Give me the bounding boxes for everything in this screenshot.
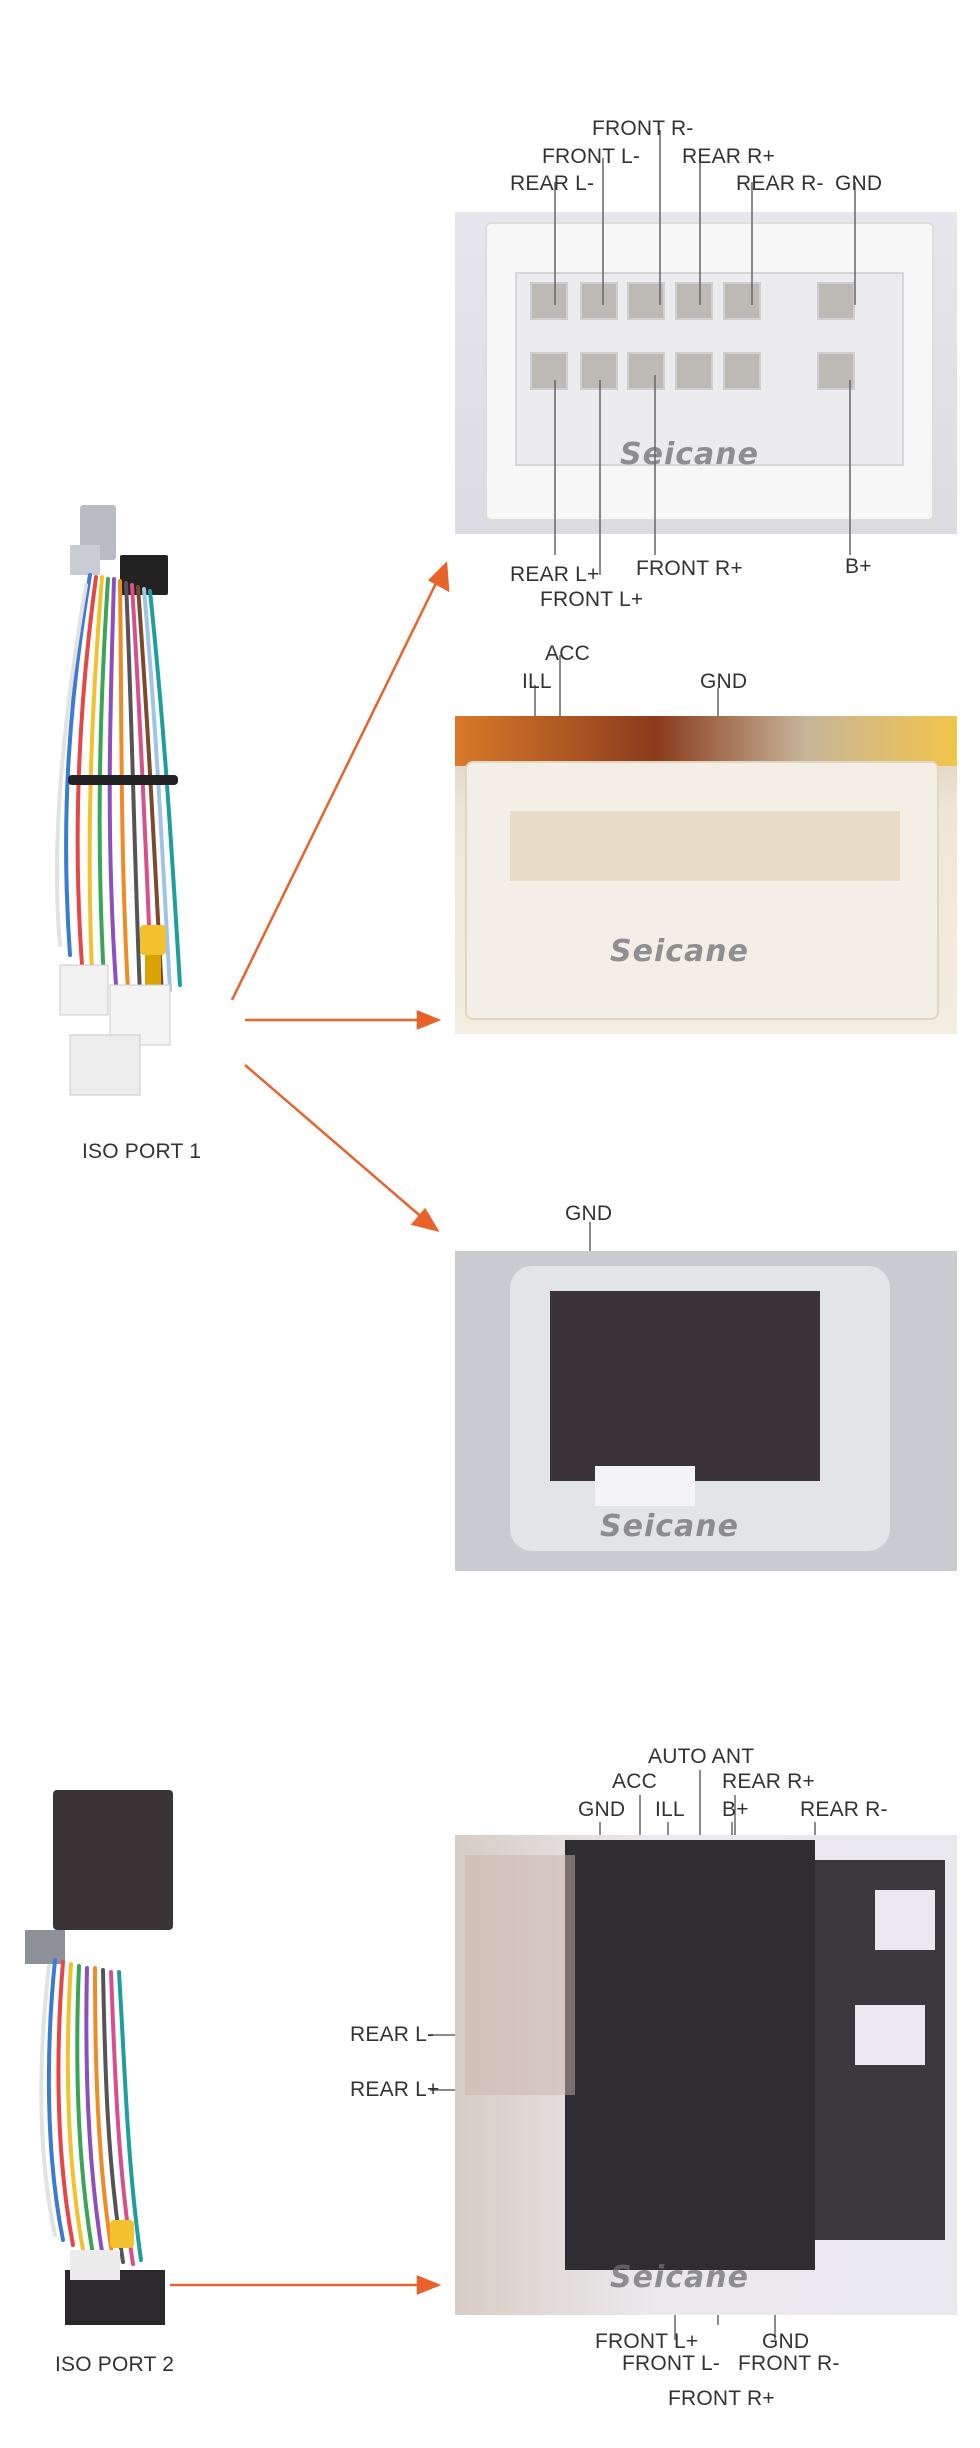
c4-label-gnd-top: GND: [578, 1798, 626, 1821]
c4-label-auto-ant: AUTO ANT: [648, 1745, 755, 1768]
c1-label-rear-l-minus: REAR L-: [510, 172, 595, 195]
c4-label-front-l-minus: FRONT L-: [622, 2352, 721, 2375]
c4-label-b-plus: B+: [722, 1798, 749, 1821]
c2-label-acc: ACC: [545, 642, 590, 665]
watermark: Seicane: [610, 934, 749, 969]
c4-label-rear-r-minus: REAR R-: [800, 1798, 888, 1821]
pin-cell: [627, 352, 665, 390]
c1-label-rear-r-minus: REAR R-: [736, 172, 824, 195]
pin-cell: [675, 282, 713, 320]
c3-label-gnd: GND: [565, 1202, 613, 1225]
c4-label-front-r-minus: FRONT R-: [738, 2352, 840, 2375]
c4-label-ill: ILL: [655, 1798, 685, 1821]
c1-label-front-l-plus: FRONT L+: [540, 588, 644, 611]
c1-label-b-plus: B+: [845, 555, 872, 578]
pin-cell: [580, 282, 618, 320]
pin-cell: [627, 282, 665, 320]
connector-3-photo: Seicane: [455, 1251, 957, 1571]
c4-label-rear-l-plus: REAR L+: [350, 2078, 440, 2101]
c4-label-front-r-plus: FRONT R+: [668, 2387, 775, 2410]
pin-cell: [723, 282, 761, 320]
connector-1-photo: Seicane: [455, 212, 957, 534]
c1-label-rear-r-plus: REAR R+: [682, 145, 776, 168]
c2-label-gnd: GND: [700, 670, 748, 693]
c4-label-rear-r-plus: REAR R+: [722, 1770, 816, 1793]
c2-label-ill: ILL: [522, 670, 552, 693]
c4-label-front-l-plus: FRONT L+: [595, 2330, 699, 2353]
iso-port-2-label: ISO PORT 2: [55, 2353, 175, 2376]
pin-cell: [817, 352, 855, 390]
c1-label-rear-l-plus: REAR L+: [510, 563, 600, 586]
watermark: Seicane: [620, 437, 759, 472]
pin-cell: [817, 282, 855, 320]
pin-cell: [580, 352, 618, 390]
c4-label-acc: ACC: [612, 1770, 657, 1793]
c4-label-gnd-bottom: GND: [762, 2330, 810, 2353]
c1-label-front-l-minus: FRONT L-: [542, 145, 641, 168]
c4-label-rear-l-minus: REAR L-: [350, 2023, 435, 2046]
watermark: Seicane: [610, 2260, 749, 2295]
c1-label-front-r-minus: FRONT R-: [592, 117, 694, 140]
pin-cell: [530, 352, 568, 390]
connector-4-photo: Seicane: [455, 1835, 957, 2315]
connector-2-photo: Seicane: [455, 716, 957, 1034]
pin-cell: [530, 282, 568, 320]
pin-cell: [723, 352, 761, 390]
watermark: Seicane: [600, 1509, 739, 1544]
harness-1-image: [30, 495, 230, 1115]
iso-port-1-label: ISO PORT 1: [82, 1140, 202, 1163]
pin-cell: [675, 352, 713, 390]
harness-2-image: [15, 1780, 205, 2340]
c1-label-front-r-plus: FRONT R+: [636, 557, 743, 580]
c1-label-gnd: GND: [835, 172, 883, 195]
